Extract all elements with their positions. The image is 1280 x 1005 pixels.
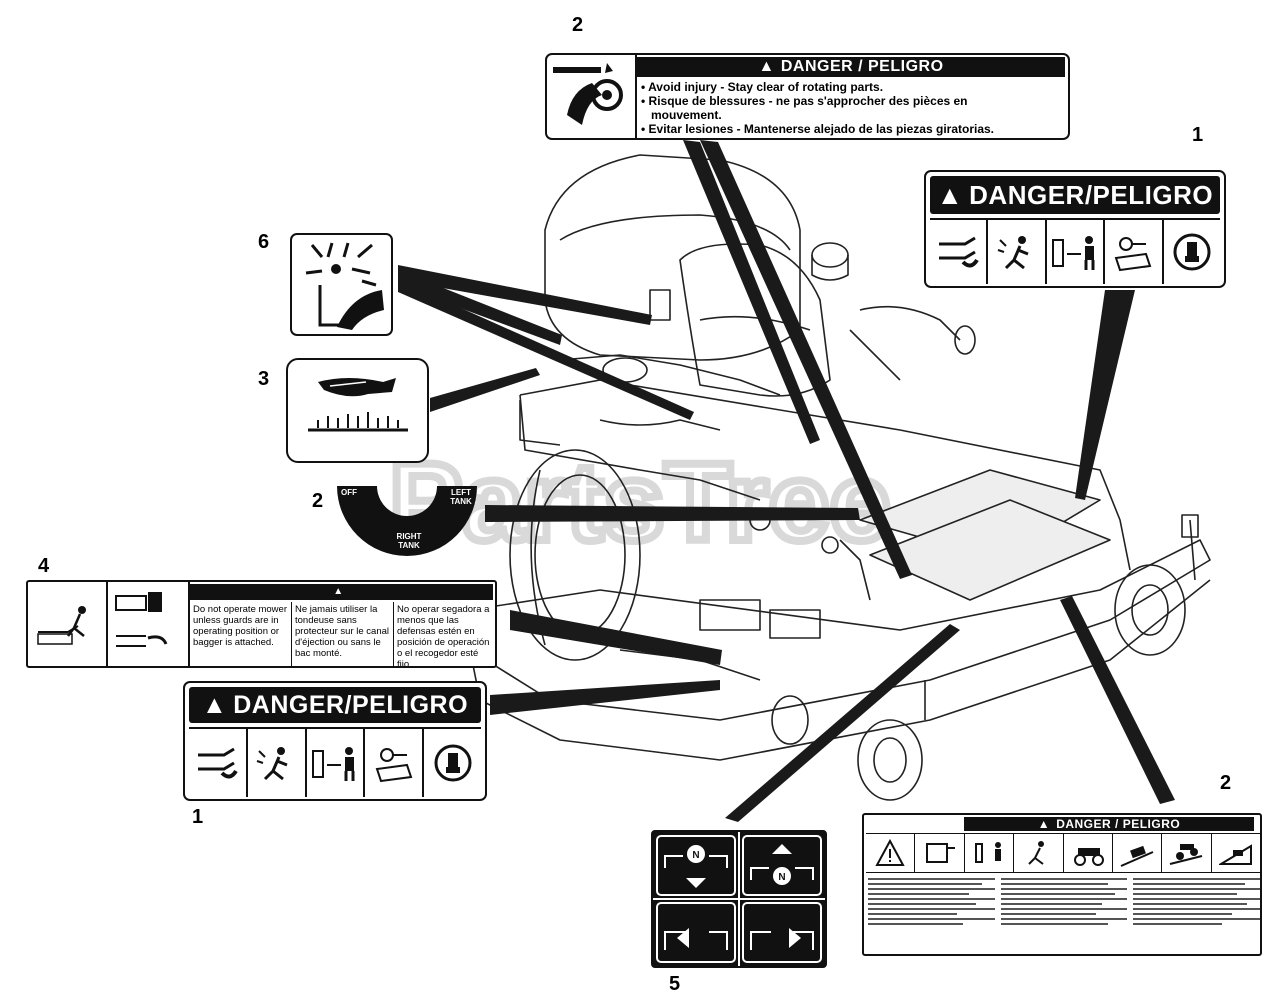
decal-rotating-parts: ▲ DANGER / PELIGRO • Avoid injury - Stay … [545,53,1070,140]
callout-2-mid: 2 [312,490,324,512]
header-text: DANGER / PELIGRO [1056,817,1181,831]
keep-distance-icon [1047,220,1106,284]
decal-danger-icons-top: ▲DANGER/PELIGRO [924,170,1226,288]
warning-triangle-icon: ▲ [201,691,228,719]
danger-text-es [1133,875,1260,953]
header-text: DANGER/PELIGRO [233,691,469,719]
danger-icon-row [930,218,1220,284]
thrown-object-icon [248,729,307,797]
rotating-parts-pictogram [547,55,637,138]
mower-discharge-pictogram [28,582,108,666]
line-fr-cont: mouvement. [651,108,722,122]
header-text: DANGER / PELIGRO [780,58,944,75]
read-manual-icon [1105,220,1164,284]
danger-header: ▲DANGER/PELIGRO [930,176,1220,214]
danger-text-en [868,875,995,953]
warning-triangle-icon: ▲ [333,586,344,597]
callout-6: 6 [258,231,270,253]
decal-hand-blade [290,233,393,336]
decal-rotating-parts-header: ▲ DANGER / PELIGRO [637,57,1065,77]
mower-tip-icon [1064,834,1113,872]
read-manual-icon [365,729,425,797]
warning-triangle-icon: ▲ [758,58,775,75]
warning-triangle-icon: ▲ [936,180,964,210]
slope-rollover-icon [1113,834,1163,872]
callout-1-top: 1 [1192,124,1204,146]
keep-distance-icon [965,834,1015,872]
guard-text-fr: Ne jamais utiliser la tondeuse sans prot… [292,602,394,666]
svg-text:N: N [692,850,699,861]
callout-2-right: 2 [1220,772,1232,794]
callout-4: 4 [38,555,50,577]
danger-large-header: ▲ DANGER / PELIGRO [964,817,1254,831]
blade-hand-icon [189,729,248,797]
guard-text-es: No operar segadora a menos que las defen… [397,604,490,668]
thrown-object-icon [1014,834,1064,872]
callout-1-bottom: 1 [192,806,204,828]
line-es: • Evitar lesiones - Mantenerse alejado d… [641,122,995,136]
danger-icon-row [189,727,481,797]
decal-fuel-valve: OFF LEFT TANK RIGHT TANK [333,482,481,560]
danger-header: ▲DANGER/PELIGRO [189,687,481,723]
mower-body [469,154,1211,801]
fuel-right-tank-label: RIGHT TANK [396,532,422,550]
callout-leaders [398,140,1175,822]
decal-mower-guard-warning: ▲ Do not operate mower unless guards are… [26,580,497,668]
header-text: DANGER/PELIGRO [969,180,1214,210]
decal-hot-surface [286,358,429,463]
callout-2-top: 2 [572,14,584,36]
svg-text:N: N [778,872,785,883]
warning-triangle-icon: ▲ [1037,817,1051,831]
mower-guard-header: ▲ [190,584,493,600]
line-en: • Avoid injury - Stay clear of rotating … [641,80,884,94]
wear-boots-icon [1164,220,1220,284]
slope-angle-icon [1212,834,1260,872]
warning-triangle-icon [866,834,916,872]
keep-distance-icon [307,729,366,797]
blade-hand-icon [930,220,989,284]
fuel-off-label: OFF [341,488,357,497]
danger-large-text-block [868,875,1260,953]
mower-guard-text-columns: Do not operate mower unless guards are i… [190,602,495,666]
hot-surface-hand-icon [308,371,408,432]
guard-position-pictogram [108,582,190,666]
hand-blade-icon [305,242,384,330]
danger-text-fr [1000,875,1128,953]
callout-3: 3 [258,368,270,390]
danger-large-icon-row [866,833,1260,873]
slope-mower-icon [1162,834,1212,872]
callout-5: 5 [669,973,681,995]
rotating-parts-icon [915,834,965,872]
line-fr: • Risque de blessures - ne pas s'approch… [641,94,968,108]
decal-danger-large: ▲ DANGER / PELIGRO [862,813,1262,956]
thrown-object-icon [988,220,1047,284]
decal-rotating-parts-text: • Avoid injury - Stay clear of rotating … [641,80,1061,136]
guard-text-en: Do not operate mower unless guards are i… [190,602,292,666]
decal-danger-icons-bottom: ▲DANGER/PELIGRO [183,681,487,801]
decal-motion-control: N N [651,830,827,968]
fuel-left-tank-label: LEFT TANK [450,488,472,506]
wear-boots-icon [424,729,481,797]
